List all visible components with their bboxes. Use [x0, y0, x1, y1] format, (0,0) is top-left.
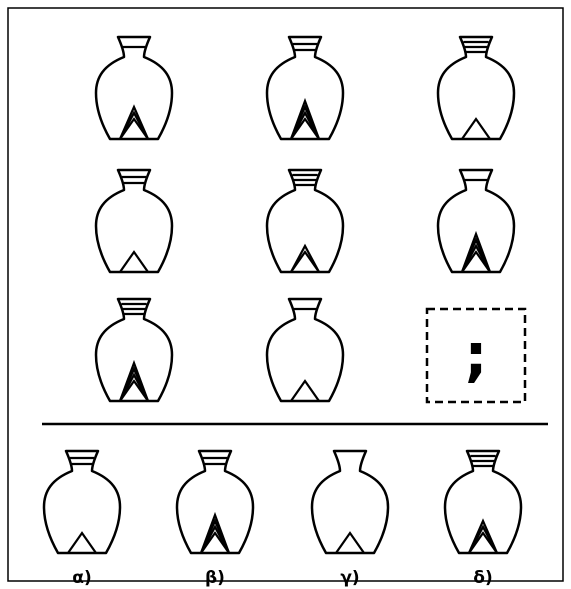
puzzle-frame [8, 8, 563, 581]
option-label: γ) [340, 568, 359, 588]
option-label: β) [205, 568, 225, 588]
option-label: δ) [473, 568, 492, 588]
question-mark: ; [464, 321, 487, 389]
option-label: α) [72, 568, 91, 588]
